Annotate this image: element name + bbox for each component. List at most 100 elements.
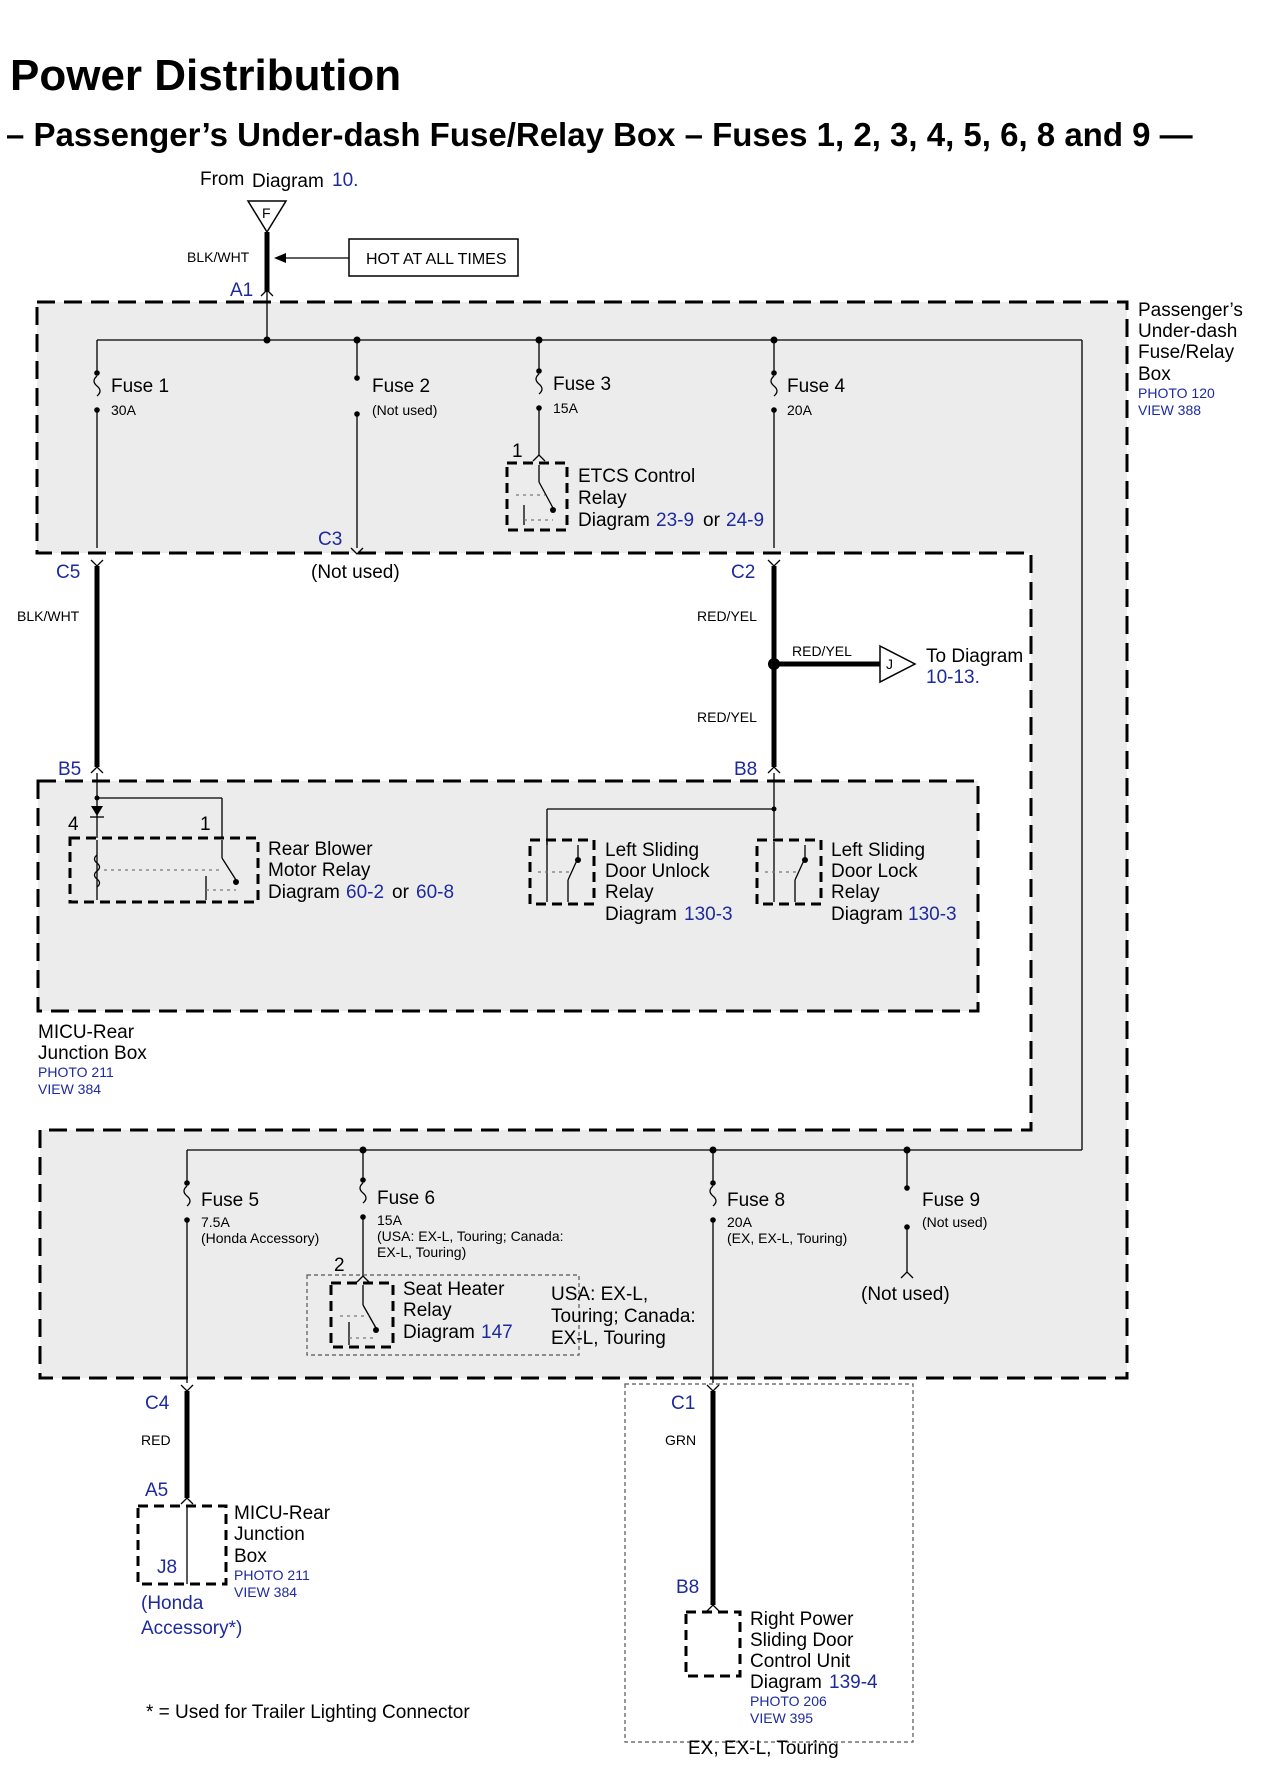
etcs-pin-mark — [532, 454, 546, 462]
fuse-8-note: (EX, EX-L, Touring) — [727, 1230, 847, 1246]
fuse-9-name: Fuse 9 — [922, 1190, 980, 1211]
connector-c2-mark — [767, 559, 781, 567]
connector-b5: B5 — [58, 759, 81, 780]
lock-diagram-word: Diagram — [831, 904, 903, 925]
seat-heater-diagram-word: Diagram — [403, 1322, 475, 1343]
fuse-2-rating: (Not used) — [372, 402, 437, 418]
branch-j-terminal: J — [886, 656, 893, 672]
seat-heater-line1: Seat Heater — [403, 1279, 505, 1300]
wire-input-color: BLK/WHT — [187, 249, 250, 265]
fuse-4-name: Fuse 4 — [787, 376, 846, 397]
page-subtitle: – Passenger’s Under-dash Fuse/Relay Box … — [6, 116, 1193, 153]
seat-heater-contact — [373, 1327, 379, 1333]
fuse-box-photo-link[interactable]: PHOTO 120 — [1138, 385, 1215, 401]
connector-c5: C5 — [56, 562, 80, 583]
connector-b5-mark — [90, 766, 104, 774]
rear-blower-contact — [233, 879, 239, 885]
unlock-relay-box — [528, 838, 596, 906]
fuse-4-rating: 20A — [787, 402, 813, 418]
fuse-3-name: Fuse 3 — [553, 374, 611, 395]
micu-lower-line3: Box — [234, 1546, 267, 1567]
lock-line1: Left Sliding — [831, 840, 925, 861]
branch-j-diagram-link[interactable]: 10-13. — [926, 667, 980, 688]
fuse-8-rating: 20A — [727, 1214, 753, 1230]
door-unit-photo-link[interactable]: PHOTO 206 — [750, 1693, 827, 1709]
fuse-6-rating: 15A — [377, 1212, 403, 1228]
fuse-3-rating: 15A — [553, 400, 579, 416]
rear-blower-line1: Rear Blower — [268, 839, 373, 860]
wire-c5-b5-color: BLK/WHT — [17, 608, 80, 624]
connector-c4-mark — [180, 1384, 194, 1392]
source-diagram-link[interactable]: 10. — [332, 170, 358, 191]
door-unit-line2: Sliding Door — [750, 1630, 854, 1651]
connector-c4: C4 — [145, 1393, 170, 1414]
seat-heater-diagram-link[interactable]: 147 — [481, 1322, 513, 1343]
rear-blower-relay-box — [68, 836, 260, 904]
fuse-6-note-1: (USA: EX-L, Touring; Canada: — [377, 1228, 564, 1244]
door-unit-diagram-link[interactable]: 139-4 — [829, 1672, 878, 1693]
fuse-5-icon — [183, 1185, 191, 1207]
door-unit-condition: EX, EX-L, Touring — [688, 1738, 839, 1759]
etcs-relay-contact — [550, 507, 556, 513]
fuse-box-name-3: Fuse/Relay — [1138, 342, 1235, 363]
hot-arrow-head — [274, 253, 286, 263]
micu-photo-link[interactable]: PHOTO 211 — [38, 1064, 114, 1080]
etcs-pin: 1 — [512, 441, 523, 462]
fuse-6-icon — [359, 1182, 367, 1204]
fuse-9-not-used: (Not used) — [861, 1284, 950, 1305]
fuse-6-name: Fuse 6 — [377, 1188, 435, 1209]
lock-line2: Door Lock — [831, 861, 918, 882]
wire-c1-b8-color: GRN — [665, 1432, 696, 1448]
rear-blower-diagram-link-2[interactable]: 60-8 — [416, 882, 454, 903]
connector-c1-mark — [706, 1384, 720, 1392]
connector-a1: A1 — [230, 280, 253, 301]
connector-c3: C3 — [318, 529, 342, 550]
hot-at-all-times-box — [348, 238, 519, 277]
fuse-8-name: Fuse 8 — [727, 1190, 785, 1211]
fuse-5-rating: 7.5A — [201, 1214, 230, 1230]
fuse-5-terminal — [184, 1180, 190, 1186]
seat-heater-condition-box — [306, 1274, 580, 1356]
etcs-label-line1: ETCS Control — [578, 466, 695, 487]
micu-lower-photo-link[interactable]: PHOTO 211 — [234, 1567, 310, 1583]
seat-heater-cond-1: USA: EX-L, — [551, 1284, 648, 1305]
connector-a5: A5 — [145, 1480, 168, 1501]
micu-name-2: Junction Box — [38, 1043, 147, 1064]
connector-c1: C1 — [671, 1393, 695, 1414]
lock-relay-box — [755, 838, 823, 906]
etcs-diagram-link-1[interactable]: 23-9 — [656, 510, 694, 531]
connector-c2: C2 — [731, 562, 755, 583]
fuse-box-outline — [35, 300, 1129, 1380]
unlock-line3: Relay — [605, 882, 654, 903]
connector-b8-lower-mark — [706, 1604, 720, 1612]
micu-lower-view-link[interactable]: VIEW 384 — [234, 1584, 297, 1600]
micu-view-link[interactable]: VIEW 384 — [38, 1081, 101, 1097]
rear-blower-diagram-link-1[interactable]: 60-2 — [346, 882, 384, 903]
fuse-9-rating: (Not used) — [922, 1214, 987, 1230]
fuse-5-note: (Honda Accessory) — [201, 1230, 319, 1246]
door-unit-view-link[interactable]: VIEW 395 — [750, 1710, 813, 1726]
seat-heater-pin-mark — [356, 1275, 370, 1283]
source-terminal-label: F — [262, 205, 271, 221]
unlock-diagram-link[interactable]: 130-3 — [684, 904, 733, 925]
fuse-6-note-2: EX-L, Touring) — [377, 1244, 466, 1260]
connector-b8: B8 — [734, 759, 757, 780]
footnote: * = Used for Trailer Lighting Connector — [146, 1702, 470, 1723]
branch-j-triangle — [879, 644, 917, 684]
connector-b8-mark — [767, 766, 781, 774]
fuse-box-view-link[interactable]: VIEW 388 — [1138, 402, 1201, 418]
wire-c4-a5-color: RED — [141, 1432, 171, 1448]
fuse-3-terminal — [536, 368, 542, 374]
etcs-diagram-link-2[interactable]: 24-9 — [726, 510, 764, 531]
fuse-box-name-2: Under-dash — [1138, 321, 1237, 342]
etcs-or: or — [703, 510, 721, 531]
rear-blower-diagram-word: Diagram — [268, 882, 340, 903]
unlock-line1: Left Sliding — [605, 840, 699, 861]
fuse-8-icon — [709, 1185, 717, 1207]
source-terminal-triangle — [246, 200, 288, 234]
fuse-1-terminal — [94, 370, 100, 376]
fuse-2-terminal — [354, 375, 360, 381]
wire-c2-upper-color: RED/YEL — [697, 608, 757, 624]
lock-diagram-link[interactable]: 130-3 — [908, 904, 957, 925]
